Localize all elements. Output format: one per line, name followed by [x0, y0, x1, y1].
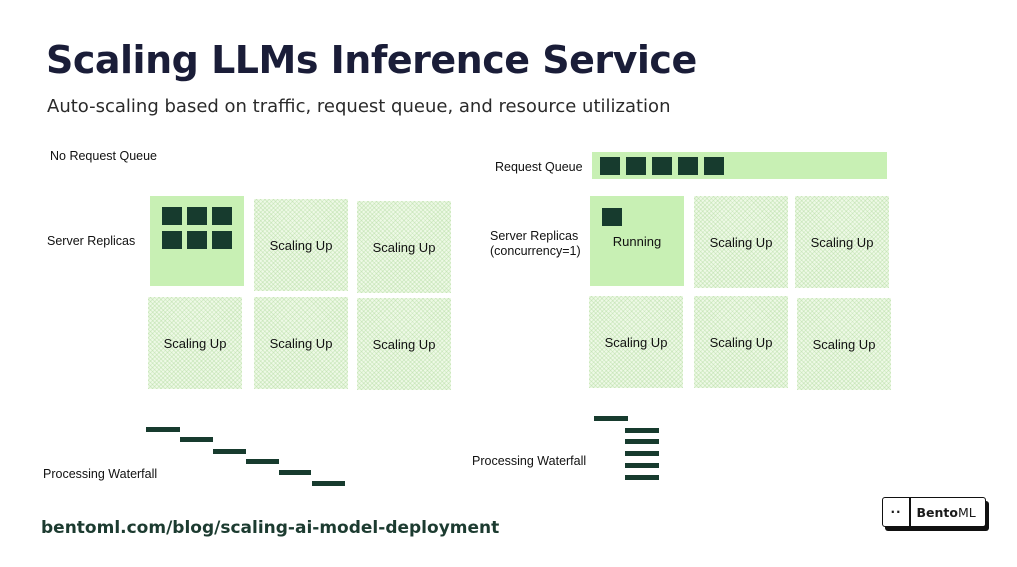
request-square — [212, 207, 232, 225]
left-scaling-replica: Scaling Up — [254, 199, 348, 291]
request-square — [187, 231, 207, 249]
waterfall-bar — [213, 449, 246, 454]
scaling-up-label: Scaling Up — [812, 336, 876, 352]
right-scaling-replica: Scaling Up — [795, 196, 889, 288]
waterfall-bar — [625, 439, 659, 444]
right-server-replicas-label: Server Replicas — [490, 229, 579, 243]
request-queue-bar — [592, 152, 887, 179]
queued-request-square — [678, 157, 698, 175]
running-label: Running — [612, 233, 662, 249]
left-scaling-replica: Scaling Up — [254, 297, 348, 389]
waterfall-bar — [312, 481, 345, 486]
right-scaling-replica: Scaling Up — [694, 296, 788, 388]
waterfall-bar — [625, 451, 659, 456]
request-square — [162, 207, 182, 225]
scaling-up-label: Scaling Up — [810, 234, 874, 250]
blog-link[interactable]: bentoml.com/blog/scaling-ai-model-deploy… — [41, 518, 500, 538]
waterfall-bar — [625, 428, 659, 433]
right-processing-waterfall-label: Processing Waterfall — [472, 454, 587, 468]
slide-subtitle: Auto-scaling based on traffic, request q… — [47, 96, 671, 117]
queued-request-square — [600, 157, 620, 175]
left-scaling-replica: Scaling Up — [357, 298, 451, 390]
scaling-up-label: Scaling Up — [604, 334, 668, 350]
no-request-queue-label: No Request Queue — [50, 149, 158, 163]
left-server-replicas-label: Server Replicas — [47, 234, 136, 248]
request-queue-label: Request Queue — [495, 160, 583, 174]
waterfall-bar — [625, 463, 659, 468]
queued-request-square — [626, 157, 646, 175]
scaling-up-label: Scaling Up — [709, 234, 773, 250]
request-square — [602, 208, 622, 226]
scaling-up-label: Scaling Up — [269, 237, 333, 253]
waterfall-bar — [180, 437, 213, 442]
logo-dots-icon: ·· — [890, 505, 902, 519]
slide-title: Scaling LLMs Inference Service — [46, 38, 697, 82]
request-square — [187, 207, 207, 225]
right-scaling-replica: Scaling Up — [694, 196, 788, 288]
left-processing-waterfall-label: Processing Waterfall — [43, 467, 158, 481]
scaling-up-label: Scaling Up — [163, 335, 227, 351]
queued-request-square — [704, 157, 724, 175]
request-square — [162, 231, 182, 249]
waterfall-bar — [625, 475, 659, 480]
right-running-replica: Running — [590, 196, 684, 286]
scaling-up-label: Scaling Up — [709, 334, 773, 350]
scaling-up-label: Scaling Up — [269, 335, 333, 351]
right-scaling-replica: Scaling Up — [589, 296, 683, 388]
scaling-up-label: Scaling Up — [372, 336, 436, 352]
waterfall-bar — [146, 427, 180, 432]
left-active-replica — [150, 196, 244, 286]
logo-divider — [909, 498, 911, 526]
request-square — [212, 231, 232, 249]
waterfall-bar — [594, 416, 628, 421]
queued-request-square — [652, 157, 672, 175]
left-scaling-replica: Scaling Up — [357, 201, 451, 293]
concurrency-label: (concurrency=1) — [490, 244, 581, 258]
waterfall-bar — [246, 459, 279, 464]
logo-wordmark: BentoML — [916, 504, 976, 520]
scaling-up-label: Scaling Up — [372, 239, 436, 255]
left-scaling-replica: Scaling Up — [148, 297, 242, 389]
waterfall-bar — [279, 470, 311, 475]
bentoml-logo: ·· BentoML — [882, 497, 986, 527]
right-scaling-replica: Scaling Up — [797, 298, 891, 390]
